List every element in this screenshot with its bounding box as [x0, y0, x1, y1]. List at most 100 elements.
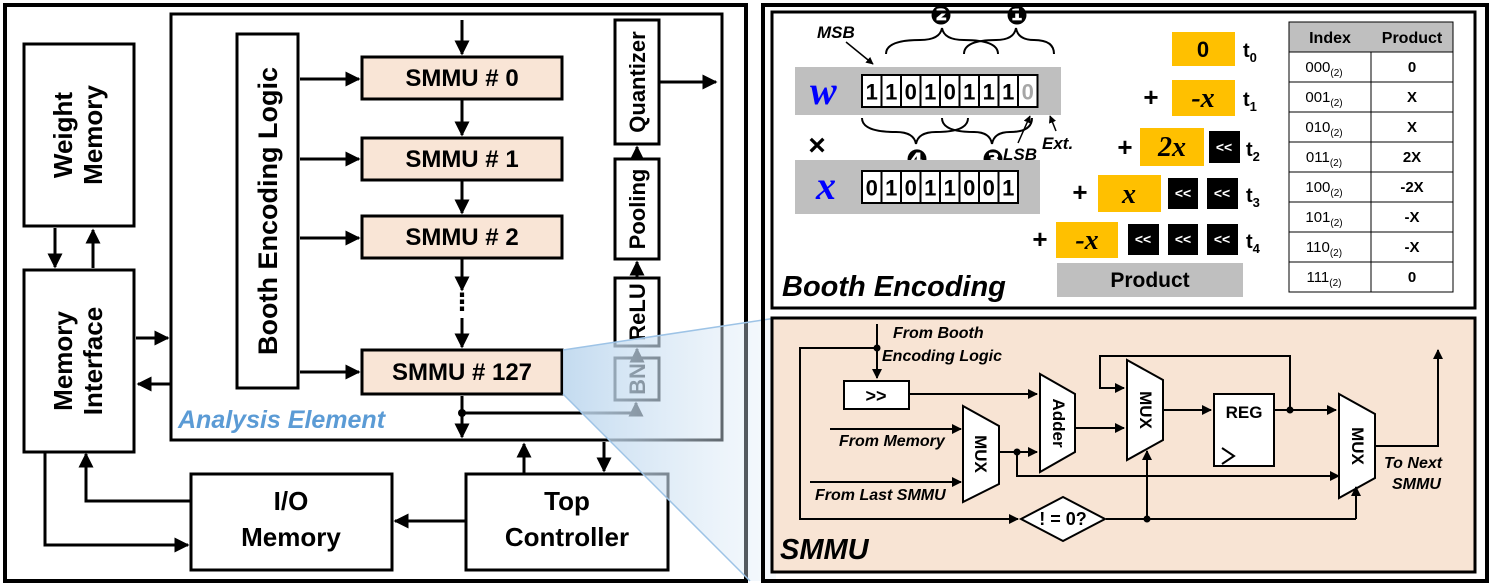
mi-to-io-arrow — [43, 453, 190, 553]
x-bits-bit: 0 — [866, 175, 878, 200]
lsb-pointer — [1017, 115, 1031, 144]
mux2-shape — [1126, 358, 1164, 462]
product-bar — [1057, 263, 1243, 297]
lsb-label: LSB — [1003, 145, 1037, 164]
table-product-cell: 2X — [1403, 149, 1421, 166]
w-bits-bit: 1 — [983, 79, 995, 104]
smmu-0-label: SMMU # 0 — [405, 65, 518, 92]
table-row — [1370, 51, 1454, 83]
mux1-shape — [962, 404, 1000, 504]
group-number-1: ❶ — [1006, 0, 1028, 30]
mux3-output-arrow — [1376, 349, 1443, 447]
table-index-cell: 011(2) — [1306, 149, 1342, 169]
x-bits-bit: 1 — [924, 175, 936, 200]
mux3-shape — [1338, 392, 1376, 500]
relu-block: ReLU — [613, 276, 661, 348]
weight-memory-block: Weight Memory — [22, 42, 136, 228]
to-next-line1: To Next — [1384, 455, 1443, 472]
table-row — [1370, 141, 1454, 173]
table-row — [1288, 81, 1372, 113]
from-memory-label: From Memory — [839, 433, 946, 450]
zoom-edge-bottom — [562, 393, 751, 582]
booth-panel-title: Booth Encoding — [782, 271, 1006, 303]
term-t3-shift-1-label: << — [1175, 185, 1191, 201]
top-controller-block: Top Controller — [464, 472, 670, 572]
term-t3-plus: + — [1072, 177, 1087, 207]
times-symbol: × — [808, 129, 826, 162]
term-t0-time: t0 — [1243, 40, 1257, 65]
mux3-label: MUX — [1348, 427, 1367, 465]
product-bar-label: Product — [1110, 269, 1189, 292]
table-row — [1370, 231, 1454, 263]
table-product-cell: 0 — [1408, 269, 1416, 286]
term-t4-shift-3-label: << — [1214, 231, 1230, 247]
term-t4: + -x << << << t4 — [1032, 222, 1261, 258]
compare-label: ! = 0? — [1039, 509, 1087, 529]
term-t4-time: t4 — [1246, 231, 1261, 256]
term-t3-shift-1 — [1168, 178, 1198, 209]
table-row — [1370, 201, 1454, 233]
reg-clock-icon — [1221, 447, 1236, 465]
w-bits-bit: 1 — [885, 79, 897, 104]
table-row — [1370, 111, 1454, 143]
term-t1: + -x t1 — [1143, 80, 1257, 116]
reg-label: REG — [1226, 403, 1263, 422]
table-header-bg — [1288, 21, 1454, 53]
analysis-element-label: Analysis Element — [177, 406, 387, 434]
smmu-panel-title: SMMU — [780, 534, 870, 566]
memory-interface-block: Memory Interface — [22, 268, 136, 454]
shift-right-box — [843, 380, 910, 410]
term-t3-box — [1098, 175, 1161, 212]
table-header-index: Index — [1309, 30, 1351, 47]
w-bits-bit: 0 — [905, 79, 917, 104]
reg-box — [1213, 393, 1275, 467]
msb-label: MSB — [817, 23, 855, 42]
table-index-cell: 101(2) — [1305, 209, 1342, 229]
w-bits-bit: 0 — [944, 79, 956, 104]
term-t2-shift-1 — [1209, 131, 1240, 163]
io-memory-block: I/O Memory — [189, 472, 394, 572]
right-panel-frame — [761, 3, 1489, 583]
term-t3-shift-2-label: << — [1214, 185, 1230, 201]
from-last-smmu-label: From Last SMMU — [815, 487, 946, 504]
term-t2-time: t2 — [1246, 139, 1260, 164]
table-row — [1288, 261, 1372, 293]
w-bits-bit: 1 — [963, 79, 975, 104]
x-bits-cell — [997, 170, 1019, 204]
term-t4-shift-3 — [1207, 224, 1238, 255]
term-t4-shift-1 — [1128, 224, 1159, 255]
group-2-brace — [941, 117, 1033, 145]
smmu-127-label: SMMU # 127 — [392, 359, 532, 386]
top-controller-line1: Top — [544, 486, 590, 516]
term-t3: + x << << t3 — [1072, 175, 1260, 212]
pooling-label: Pooling — [625, 169, 650, 250]
quantizer-block: Quantizer — [613, 18, 661, 146]
x-bits-bit: 1 — [885, 175, 897, 200]
smmu-2-block: SMMU # 2 — [360, 214, 564, 260]
table-row — [1288, 111, 1372, 143]
table-row — [1288, 51, 1372, 83]
memory-interface-line2: Interface — [78, 307, 108, 415]
term-t1-label: -x — [1191, 83, 1214, 114]
analysis-element-frame — [169, 12, 724, 442]
term-t3-label: x — [1121, 179, 1136, 210]
term-t0-box — [1172, 32, 1235, 66]
x-bits-bit: 1 — [944, 175, 956, 200]
smmu-127-block: SMMU # 127 — [360, 348, 564, 396]
table-index-cell: 110(2) — [1306, 239, 1342, 259]
table-product-cell: X — [1407, 89, 1417, 106]
to-next-line2: SMMU — [1392, 476, 1441, 493]
left-panel-frame — [3, 3, 748, 583]
term-t2-label: 2x — [1157, 132, 1186, 163]
x-bits-bit: 0 — [905, 175, 917, 200]
term-t4-label: -x — [1075, 225, 1098, 256]
w-symbol: w — [810, 68, 837, 113]
table-row — [1370, 171, 1454, 203]
table-product-cell: X — [1407, 119, 1417, 136]
term-t0: 0 t0 — [1172, 32, 1257, 66]
table-row — [1370, 261, 1454, 293]
term-t0-label: 0 — [1197, 37, 1209, 62]
term-t4-shift-2-label: << — [1175, 231, 1191, 247]
term-t3-time: t3 — [1246, 185, 1260, 210]
